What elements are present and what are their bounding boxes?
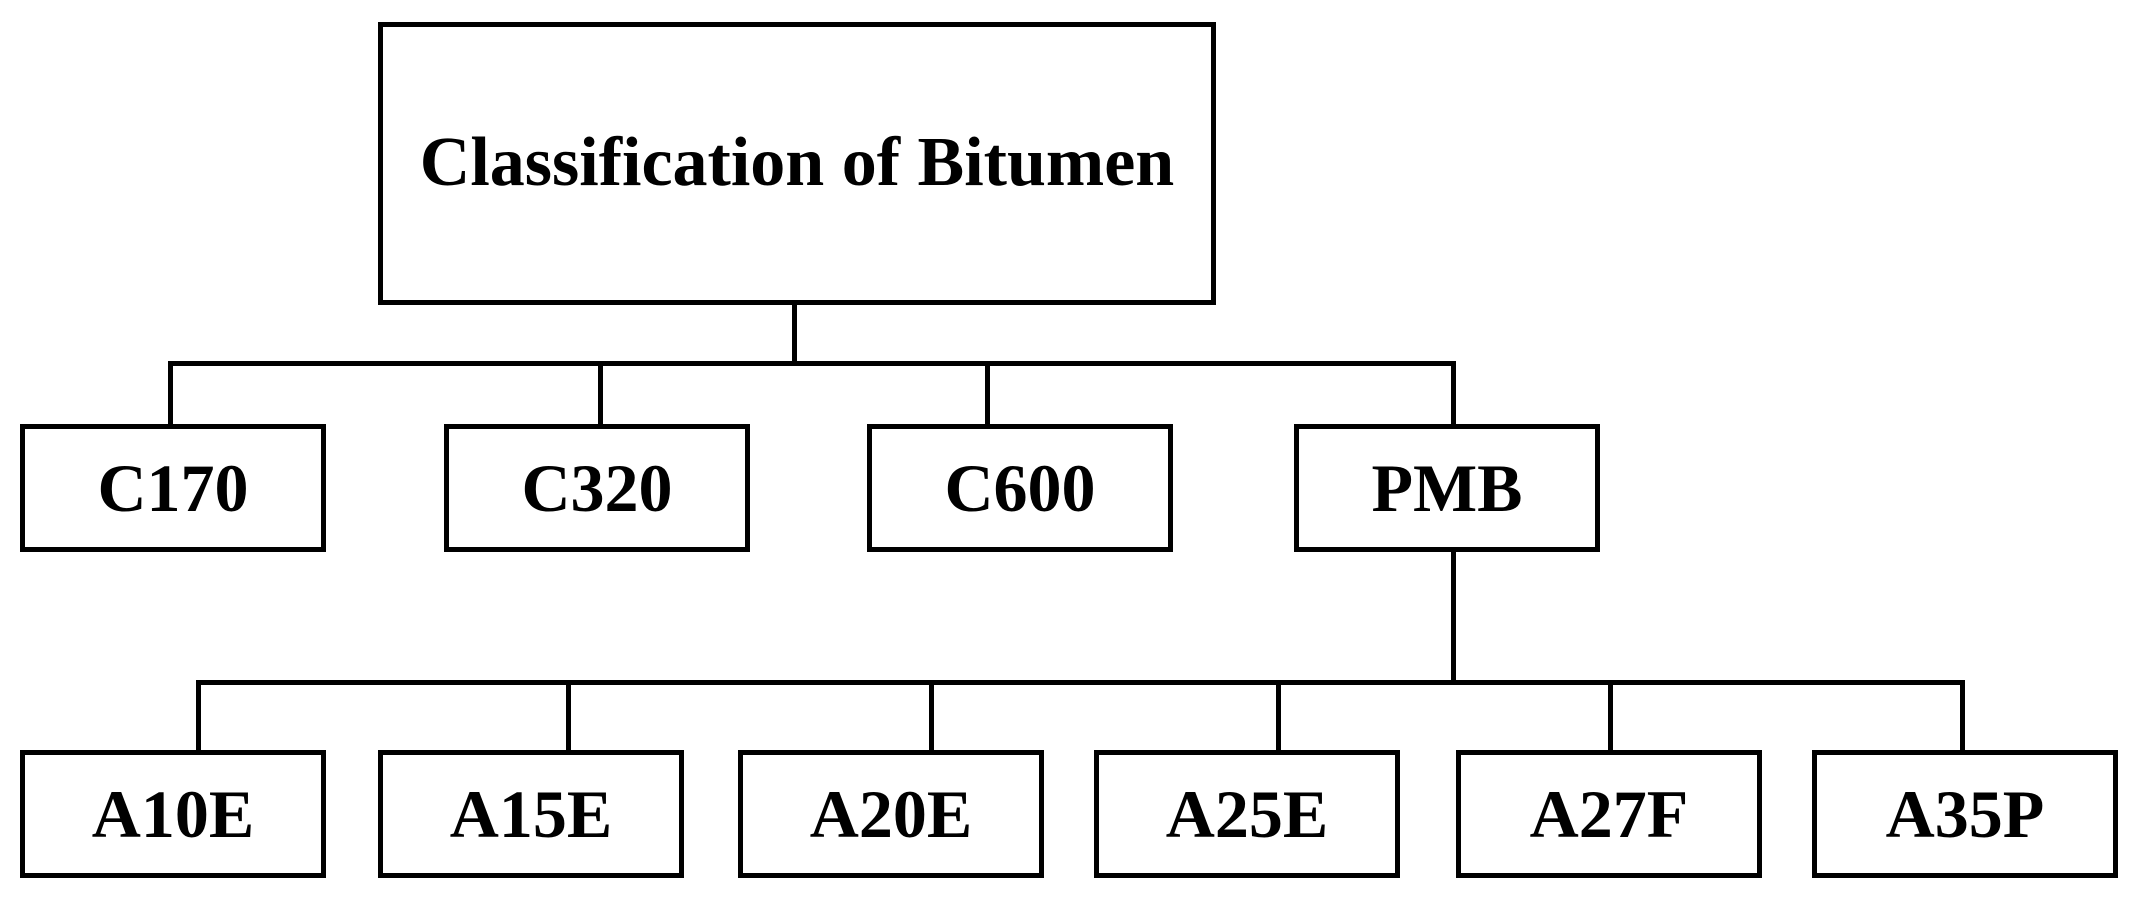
node-a10e-label: A10E [91, 775, 255, 852]
edge-stub-a25e [1276, 680, 1281, 752]
edge-stub-c170 [168, 361, 173, 427]
node-pmb[interactable]: PMB [1294, 424, 1600, 552]
node-a10e[interactable]: A10E [20, 750, 326, 878]
edge-level3-bus [196, 680, 1965, 685]
edge-stub-a15e [566, 680, 571, 752]
edge-stub-a10e [196, 680, 201, 752]
node-a20e[interactable]: A20E [738, 750, 1044, 878]
edge-stub-a27f [1608, 680, 1613, 752]
node-classification-of-bitumen[interactable]: Classification of Bitumen [378, 22, 1216, 305]
node-c600-label: C600 [944, 449, 1096, 526]
node-root-label: Classification of Bitumen [419, 124, 1175, 202]
edge-root-stem [792, 302, 797, 365]
edge-stub-pmb [1451, 361, 1456, 427]
node-a20e-label: A20E [809, 775, 973, 852]
node-a15e-label: A15E [449, 775, 613, 852]
node-a25e[interactable]: A25E [1094, 750, 1400, 878]
node-a35p[interactable]: A35P [1812, 750, 2118, 878]
node-c320[interactable]: C320 [444, 424, 750, 552]
node-a27f[interactable]: A27F [1456, 750, 1762, 878]
edge-level2-bus [168, 361, 1456, 366]
node-a27f-label: A27F [1529, 775, 1689, 852]
node-a25e-label: A25E [1165, 775, 1329, 852]
edge-stub-c320 [598, 361, 603, 427]
node-a35p-label: A35P [1885, 775, 2045, 852]
edge-pmb-stem [1451, 550, 1456, 683]
node-pmb-label: PMB [1371, 449, 1523, 526]
node-c170-label: C170 [97, 449, 249, 526]
node-c320-label: C320 [521, 449, 673, 526]
edge-stub-a35p [1960, 680, 1965, 752]
node-c170[interactable]: C170 [20, 424, 326, 552]
node-a15e[interactable]: A15E [378, 750, 684, 878]
node-c600[interactable]: C600 [867, 424, 1173, 552]
edge-stub-c600 [985, 361, 990, 427]
edge-stub-a20e [929, 680, 934, 752]
